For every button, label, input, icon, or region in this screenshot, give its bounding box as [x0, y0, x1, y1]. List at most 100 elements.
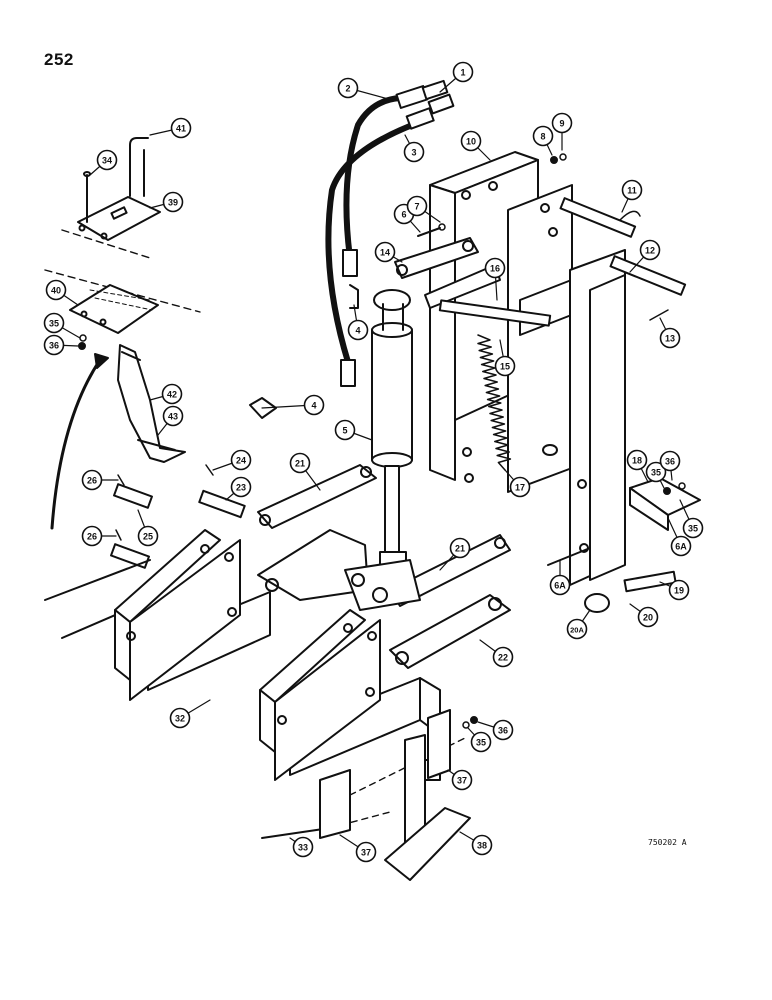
callout-circle	[566, 618, 588, 640]
callout-label: 34	[102, 156, 112, 166]
mount-plate-left	[114, 529, 241, 701]
hydraulic-hoses	[325, 79, 455, 387]
callout-circle	[549, 574, 571, 596]
callout-circle	[374, 241, 396, 263]
callout-label: 12	[645, 246, 655, 256]
callout-3: 3	[403, 134, 425, 163]
callout-circle	[621, 179, 643, 201]
pin-41	[129, 137, 149, 197]
callout-7: 7	[406, 195, 441, 223]
callout-33: 33	[289, 836, 314, 858]
callout-11: 11	[621, 179, 643, 213]
callout-17: 17	[504, 469, 531, 498]
callout-13: 13	[659, 317, 681, 349]
callout-circle	[162, 405, 184, 427]
callout-4: 4	[347, 304, 369, 341]
callout-circle	[347, 319, 369, 341]
callout-14: 14	[374, 241, 403, 263]
callout-label: 16	[490, 264, 500, 274]
callout-label: 26	[87, 476, 97, 486]
callout-circle	[449, 537, 471, 559]
callout-34: 34	[89, 149, 118, 176]
callout-9: 9	[551, 112, 573, 151]
callout-layer: 1234456789101112131415161718192020A21212…	[43, 61, 704, 863]
callout-circle	[96, 149, 118, 171]
callout-circle	[639, 239, 661, 261]
callout-32: 32	[169, 699, 211, 729]
callout-circle	[492, 719, 514, 741]
callout-circle	[170, 117, 192, 139]
callout-label: 9	[559, 119, 564, 129]
callout-label: 36	[498, 726, 508, 736]
plate-40	[69, 284, 159, 334]
plate-22	[389, 594, 511, 669]
callout-42: 42	[149, 383, 183, 405]
callout-41: 41	[149, 117, 192, 139]
callout-label: 8	[540, 132, 545, 142]
callout-35: 35	[679, 499, 704, 539]
callout-circle	[470, 731, 492, 753]
drawing-code: 750202 A	[648, 838, 687, 847]
callout-circle	[406, 195, 428, 217]
callout-37: 37	[447, 769, 473, 791]
callout-1: 1	[439, 61, 474, 93]
callout-label: 26	[87, 532, 97, 542]
pin-15	[438, 299, 552, 327]
callout-25: 25	[137, 509, 159, 547]
callout-circle	[43, 334, 65, 356]
callout-circle	[645, 461, 667, 483]
callout-circle	[471, 834, 493, 856]
callout-6a: 6A	[667, 517, 692, 557]
callout-circle	[659, 450, 681, 472]
callout-4: 4	[261, 394, 325, 416]
callout-18: 18	[626, 449, 649, 483]
callout-label: 43	[168, 412, 178, 422]
callout-35: 35	[645, 461, 667, 489]
callout-label: 36	[665, 457, 675, 467]
callout-39: 39	[149, 191, 184, 213]
callout-label: 35	[688, 524, 698, 534]
clevis-yoke	[257, 529, 421, 611]
callout-43: 43	[157, 405, 184, 436]
callout-label: 6A	[675, 542, 687, 552]
callout-label: 38	[477, 841, 487, 851]
callout-label: 5	[342, 426, 347, 436]
callout-circle	[45, 279, 67, 301]
callout-label: 20A	[570, 626, 584, 635]
callout-label: 4	[355, 326, 360, 336]
callout-circle	[355, 841, 377, 863]
callout-label: 21	[295, 459, 305, 469]
callout-label: 19	[674, 586, 684, 596]
callout-label: 22	[498, 653, 508, 663]
callout-circle	[626, 449, 648, 471]
callout-circle	[460, 130, 482, 152]
callout-label: 25	[143, 532, 153, 542]
callout-12: 12	[629, 239, 661, 273]
hydraulic-cylinder-5	[371, 289, 413, 575]
callout-circle	[161, 383, 183, 405]
callout-circle	[230, 476, 252, 498]
callout-label: 36	[49, 341, 59, 351]
callout-label: 35	[49, 319, 59, 329]
callout-label: 21	[455, 544, 465, 554]
callout-22: 22	[479, 639, 514, 668]
callout-36: 36	[659, 450, 681, 481]
callout-21: 21	[289, 452, 321, 491]
callout-5: 5	[334, 419, 373, 441]
callout-label: 4	[311, 401, 316, 411]
callout-circle	[289, 452, 311, 474]
callout-label: 2	[345, 84, 350, 94]
callout-circle	[494, 355, 516, 377]
callout-21: 21	[439, 537, 471, 571]
callout-label: 35	[651, 468, 661, 478]
callout-label: 20	[643, 613, 653, 623]
callout-8: 8	[532, 125, 554, 156]
callout-circle	[670, 535, 692, 557]
callout-label: 11	[627, 186, 637, 196]
shield-42	[117, 344, 186, 463]
callout-circle	[682, 517, 704, 539]
pins-11	[559, 197, 687, 296]
callout-label: 1	[460, 68, 465, 78]
callout-15: 15	[494, 339, 516, 377]
callout-label: 14	[380, 248, 390, 258]
